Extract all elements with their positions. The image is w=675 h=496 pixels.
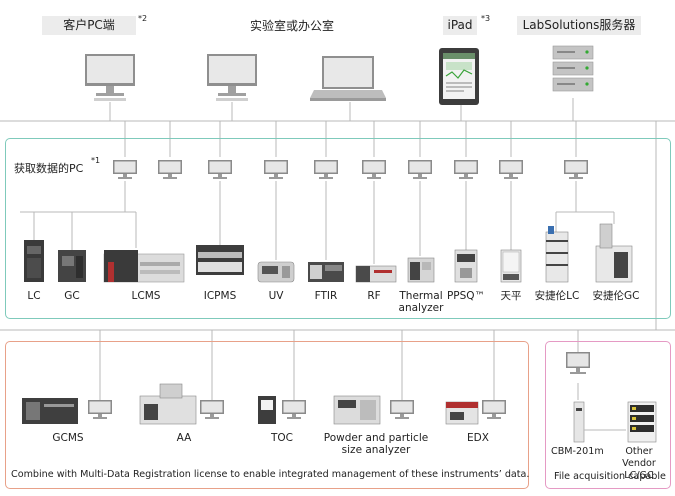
label-lc: LC [27, 290, 41, 302]
toc-group [258, 396, 306, 424]
instrument-ftir [308, 262, 344, 282]
powder-group [333, 395, 414, 425]
acq-pc-note: *1 [91, 156, 101, 165]
ipad-note: *3 [481, 14, 491, 23]
server-header: LabSolutions服务器 [517, 16, 641, 35]
instrument-uv [257, 261, 295, 283]
label-agilent-lc: 安捷伦LC [534, 290, 580, 302]
client-pc-monitor [85, 54, 135, 101]
acq-pc-label: 获取数据的PC [14, 162, 84, 175]
multi-registration-section-border [5, 341, 529, 489]
instrument-agilent-gc [595, 223, 633, 283]
label-other-vendor: Other Vendor LC/GC [622, 446, 656, 481]
file-acquisition-section-border [545, 341, 671, 489]
label-cbm: CBM-201m [551, 446, 604, 457]
laptop-icon [310, 56, 386, 101]
gcms-group [22, 398, 112, 424]
instrument-thermal [407, 257, 435, 283]
label-gcms: GCMS [52, 432, 84, 444]
label-ppsq: PPSQ™ [446, 290, 486, 302]
lab-office-label: 实验室或办公室 [250, 19, 335, 33]
file-footer: File acquisition capable [554, 471, 666, 482]
instrument-balance [500, 249, 522, 283]
ipad-icon [439, 48, 479, 105]
file-acq-group [566, 352, 657, 443]
instrument-gc [58, 250, 86, 282]
instrument-icpms [196, 245, 244, 275]
instrument-agilent-lc [545, 226, 569, 283]
instrument-lcms [103, 250, 185, 283]
label-edx: EDX [467, 432, 489, 444]
label-gc: GC [64, 290, 80, 302]
label-rf: RF [367, 290, 381, 302]
acquisition-section-border [5, 138, 671, 319]
ipad-header: iPad [443, 16, 477, 35]
lab-pc-monitor [207, 54, 257, 101]
label-toc: TOC [270, 432, 294, 444]
instrument-ppsq [454, 249, 478, 283]
label-aa: AA [176, 432, 192, 444]
label-agilent-gc: 安捷伦GC [592, 290, 640, 302]
client-pc-header: 客户PC端 [42, 16, 136, 35]
label-icpms: ICPMS [203, 290, 237, 302]
instrument-rf [355, 265, 397, 283]
client-pc-note: *2 [138, 14, 148, 23]
multi-footer: Combine with Multi-Data Registration lic… [11, 469, 530, 480]
server-icon [552, 45, 594, 92]
label-balance: 天平 [500, 290, 522, 302]
aa-group [139, 383, 224, 425]
label-uv: UV [268, 290, 284, 302]
edx-group [445, 400, 506, 425]
network-lines [0, 98, 675, 400]
label-powder: Powder and particle size analyzer [323, 432, 429, 456]
label-lcms: LCMS [131, 290, 161, 302]
label-ftir: FTIR [314, 290, 338, 302]
instrument-lc [24, 240, 44, 282]
label-thermal: Thermal analyzer [398, 290, 444, 314]
